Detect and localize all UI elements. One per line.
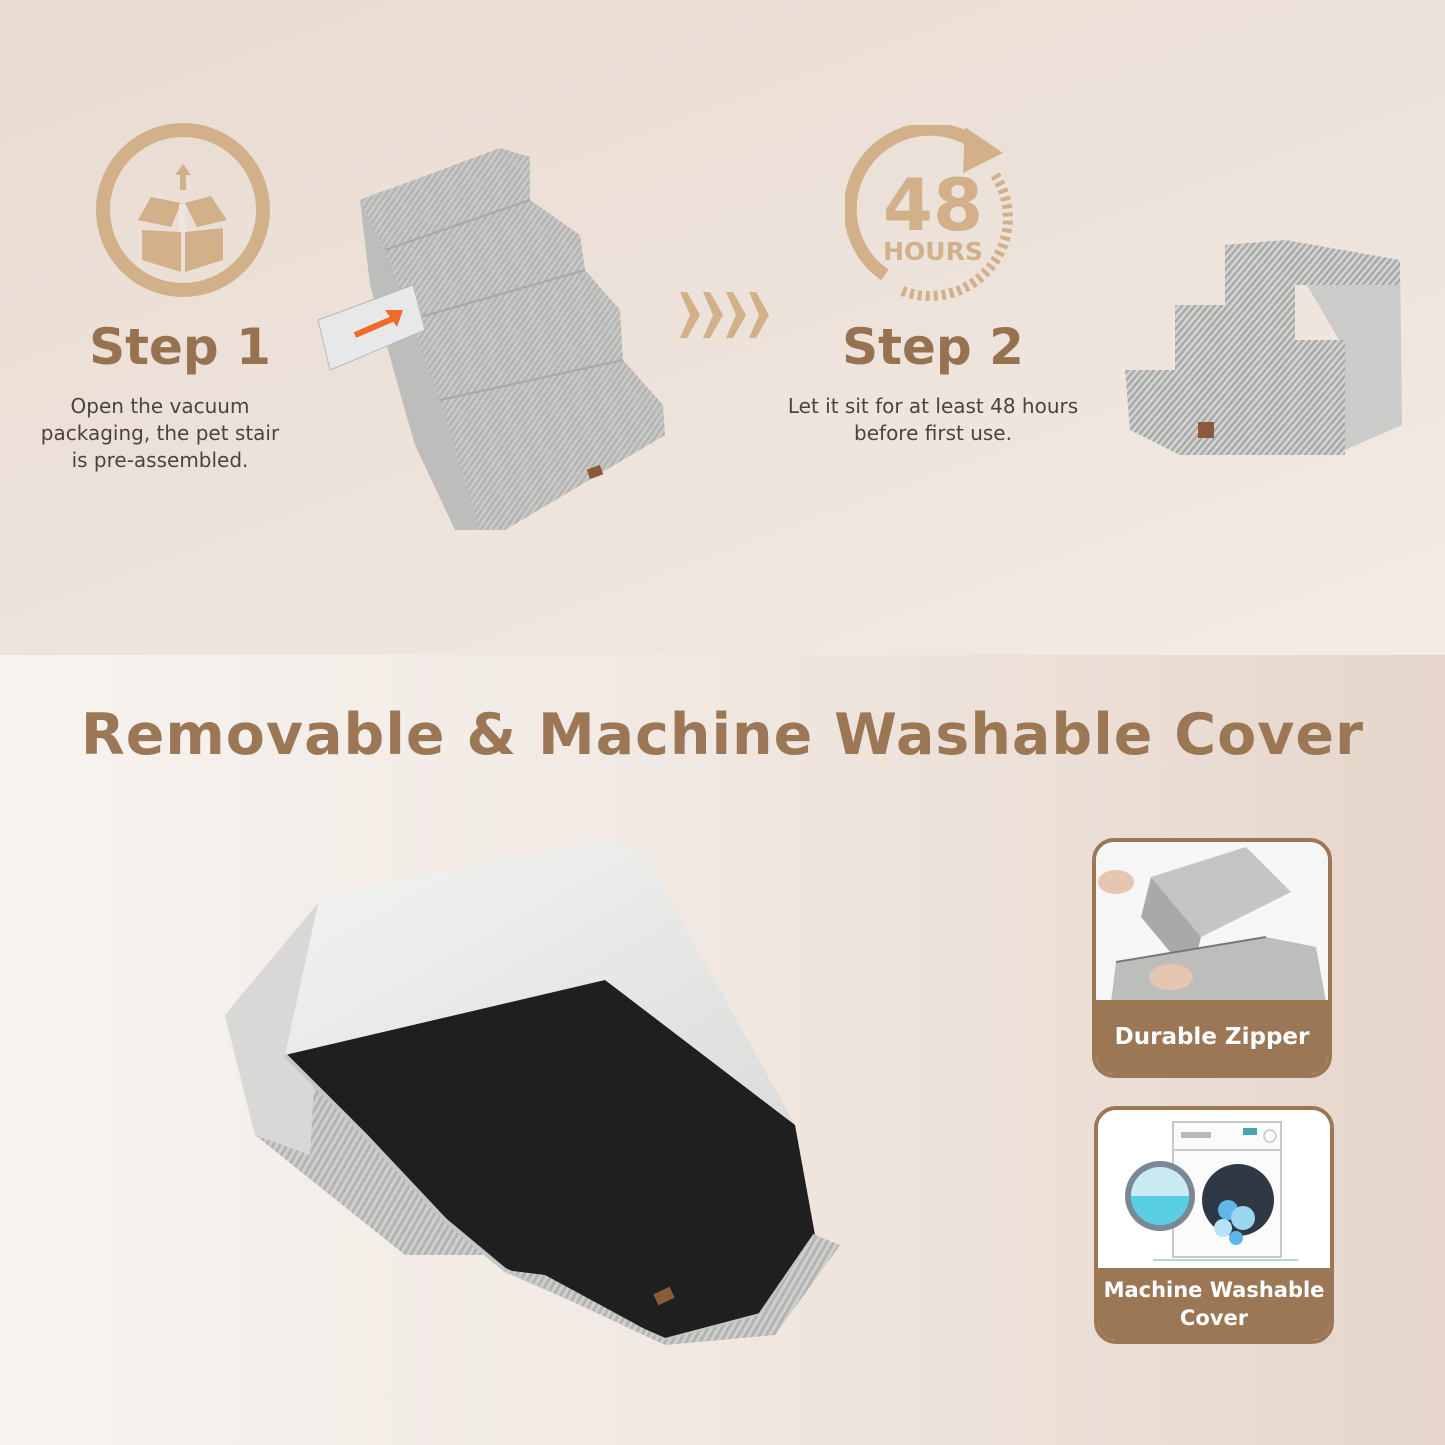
feature-card-machine-washable: Machine Washable Cover [1094, 1106, 1334, 1344]
step-1-description: Open the vacuum packaging, the pet stair… [40, 394, 280, 472]
icon-number: 48 [883, 163, 983, 247]
vacuum-pack-tag [317, 284, 426, 371]
washing-machine-illustration [1098, 1110, 1330, 1270]
section-title: Removable & Machine Washable Cover [80, 702, 1365, 768]
48-hours-icon: 48 HOURS [845, 125, 1013, 301]
three-step-pet-stair-image [1125, 240, 1402, 455]
feature-caption: Durable Zipper [1096, 1000, 1328, 1074]
step-2-title: Step 2 [842, 318, 1024, 376]
open-box-icon [96, 123, 270, 297]
steps-section: Step 1 Open the vacuum packaging, the pe… [0, 0, 1445, 655]
chevrons-right-icon [680, 292, 769, 338]
zipper-photo [1096, 842, 1328, 1004]
feature-caption: Machine Washable Cover [1098, 1268, 1330, 1340]
feature-card-durable-zipper: Durable Zipper [1092, 838, 1332, 1078]
step-2-description: Let it sit for at least 48 hours before … [787, 394, 1079, 445]
removed-cover-stair-image [225, 840, 840, 1345]
icon-unit: HOURS [883, 237, 983, 266]
four-step-pet-stair-image [317, 148, 665, 530]
step-1-title: Step 1 [89, 318, 271, 376]
